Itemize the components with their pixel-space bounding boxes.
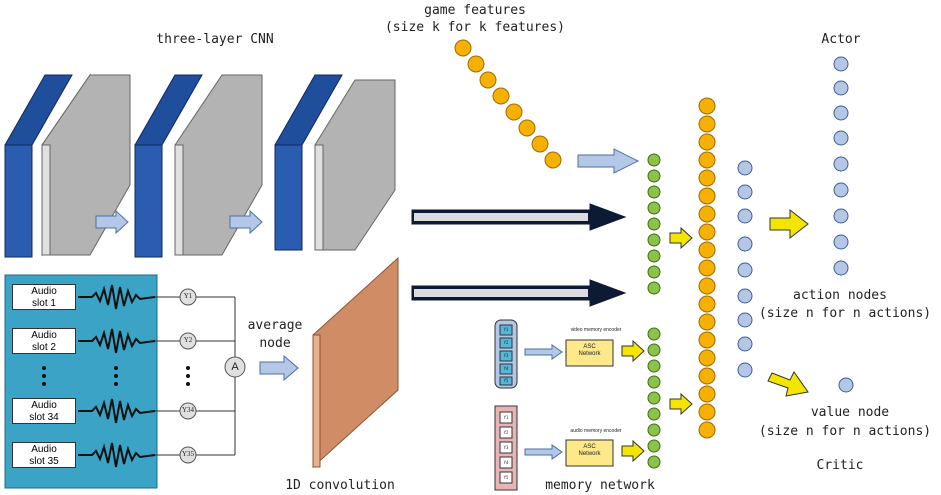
cnn-layer-2 xyxy=(134,74,263,258)
video-memory-column xyxy=(494,319,518,389)
video-mem-cell-4: Y4 xyxy=(503,366,509,371)
critic-arrow xyxy=(767,371,809,397)
game-features-title: game features xyxy=(424,3,526,18)
green-column-bottom xyxy=(647,327,661,469)
y-label-35: Y35 xyxy=(181,450,195,458)
audio-to-green-arrow xyxy=(621,439,645,463)
audio-mem-cell-4: Y4 xyxy=(503,460,509,465)
actor-nodes xyxy=(833,56,849,276)
y-node-35 xyxy=(179,446,197,464)
cnn-layer-3 xyxy=(274,74,396,251)
cnn-arrow-2 xyxy=(229,209,263,235)
video-encoder-label: video memory encoder xyxy=(570,327,622,333)
y-nodes xyxy=(179,288,197,464)
game-features-subtitle: (size k for k features) xyxy=(384,20,565,35)
average-node-label-2: node xyxy=(259,336,291,351)
avg-symbol: A xyxy=(231,361,239,373)
audio-mem-cell-2: Y2 xyxy=(503,430,509,435)
average-node-label: average xyxy=(247,318,303,333)
ellipsis-dots xyxy=(42,366,190,386)
value-node-label: value node xyxy=(810,405,890,420)
value-node-sub: (size n for n actions) xyxy=(758,424,932,439)
action-nodes-sub: (size n for n actions) xyxy=(758,306,932,321)
video-mem-cell-3: Y3 xyxy=(503,353,509,358)
yellow-arrow-bottom xyxy=(669,392,693,416)
waveforms xyxy=(78,284,156,468)
blue-hidden-column xyxy=(737,160,753,378)
average-symbol-node xyxy=(224,356,246,378)
conv1d-block xyxy=(312,256,399,469)
yellow-arrow-top xyxy=(669,226,693,250)
y-node-1 xyxy=(179,288,197,306)
audio-memory-column xyxy=(494,405,518,491)
conv1d-label: 1D convolution xyxy=(285,478,395,493)
action-nodes-label: action nodes xyxy=(793,288,887,303)
y-node-2 xyxy=(179,332,197,350)
audio-mem-cell-5: Y5 xyxy=(503,475,509,480)
video-mem-cell-1: Y1 xyxy=(503,327,509,332)
critic-label: Critic xyxy=(816,458,864,473)
memory-network-label: memory network xyxy=(545,478,655,493)
game-features-arrow xyxy=(577,148,640,174)
actor-label: Actor xyxy=(821,32,861,47)
audio-connectors xyxy=(155,296,236,456)
video-mem-cell-5: Y5 xyxy=(503,378,509,383)
y-label-34: Y34 xyxy=(181,406,195,414)
green-column-top xyxy=(647,153,661,295)
y-node-34 xyxy=(179,402,197,420)
cnn-title: three-layer CNN xyxy=(156,32,274,47)
audio-mem-cell-1: Y1 xyxy=(503,415,509,420)
audio-mem-cell-3: Y3 xyxy=(503,445,509,450)
cnn-layer-1 xyxy=(4,73,131,258)
actor-arrow xyxy=(769,208,809,240)
audio-asc-box xyxy=(565,439,614,467)
orange-column xyxy=(698,97,716,439)
video-asc-box xyxy=(565,339,614,367)
audio-mem-arrow xyxy=(524,444,563,460)
y-label-1: Y1 xyxy=(183,292,193,300)
video-mem-arrow xyxy=(524,344,563,360)
value-node xyxy=(838,377,854,393)
cnn-arrow-1 xyxy=(95,209,129,235)
audio-encoder-label: audio memory encoder xyxy=(570,428,622,434)
average-arrow xyxy=(259,354,299,382)
y-label-2: Y2 xyxy=(183,336,193,344)
video-mem-cell-2: Y2 xyxy=(503,340,509,345)
video-to-green-arrow xyxy=(621,339,645,363)
game-feature-nodes xyxy=(454,39,562,169)
